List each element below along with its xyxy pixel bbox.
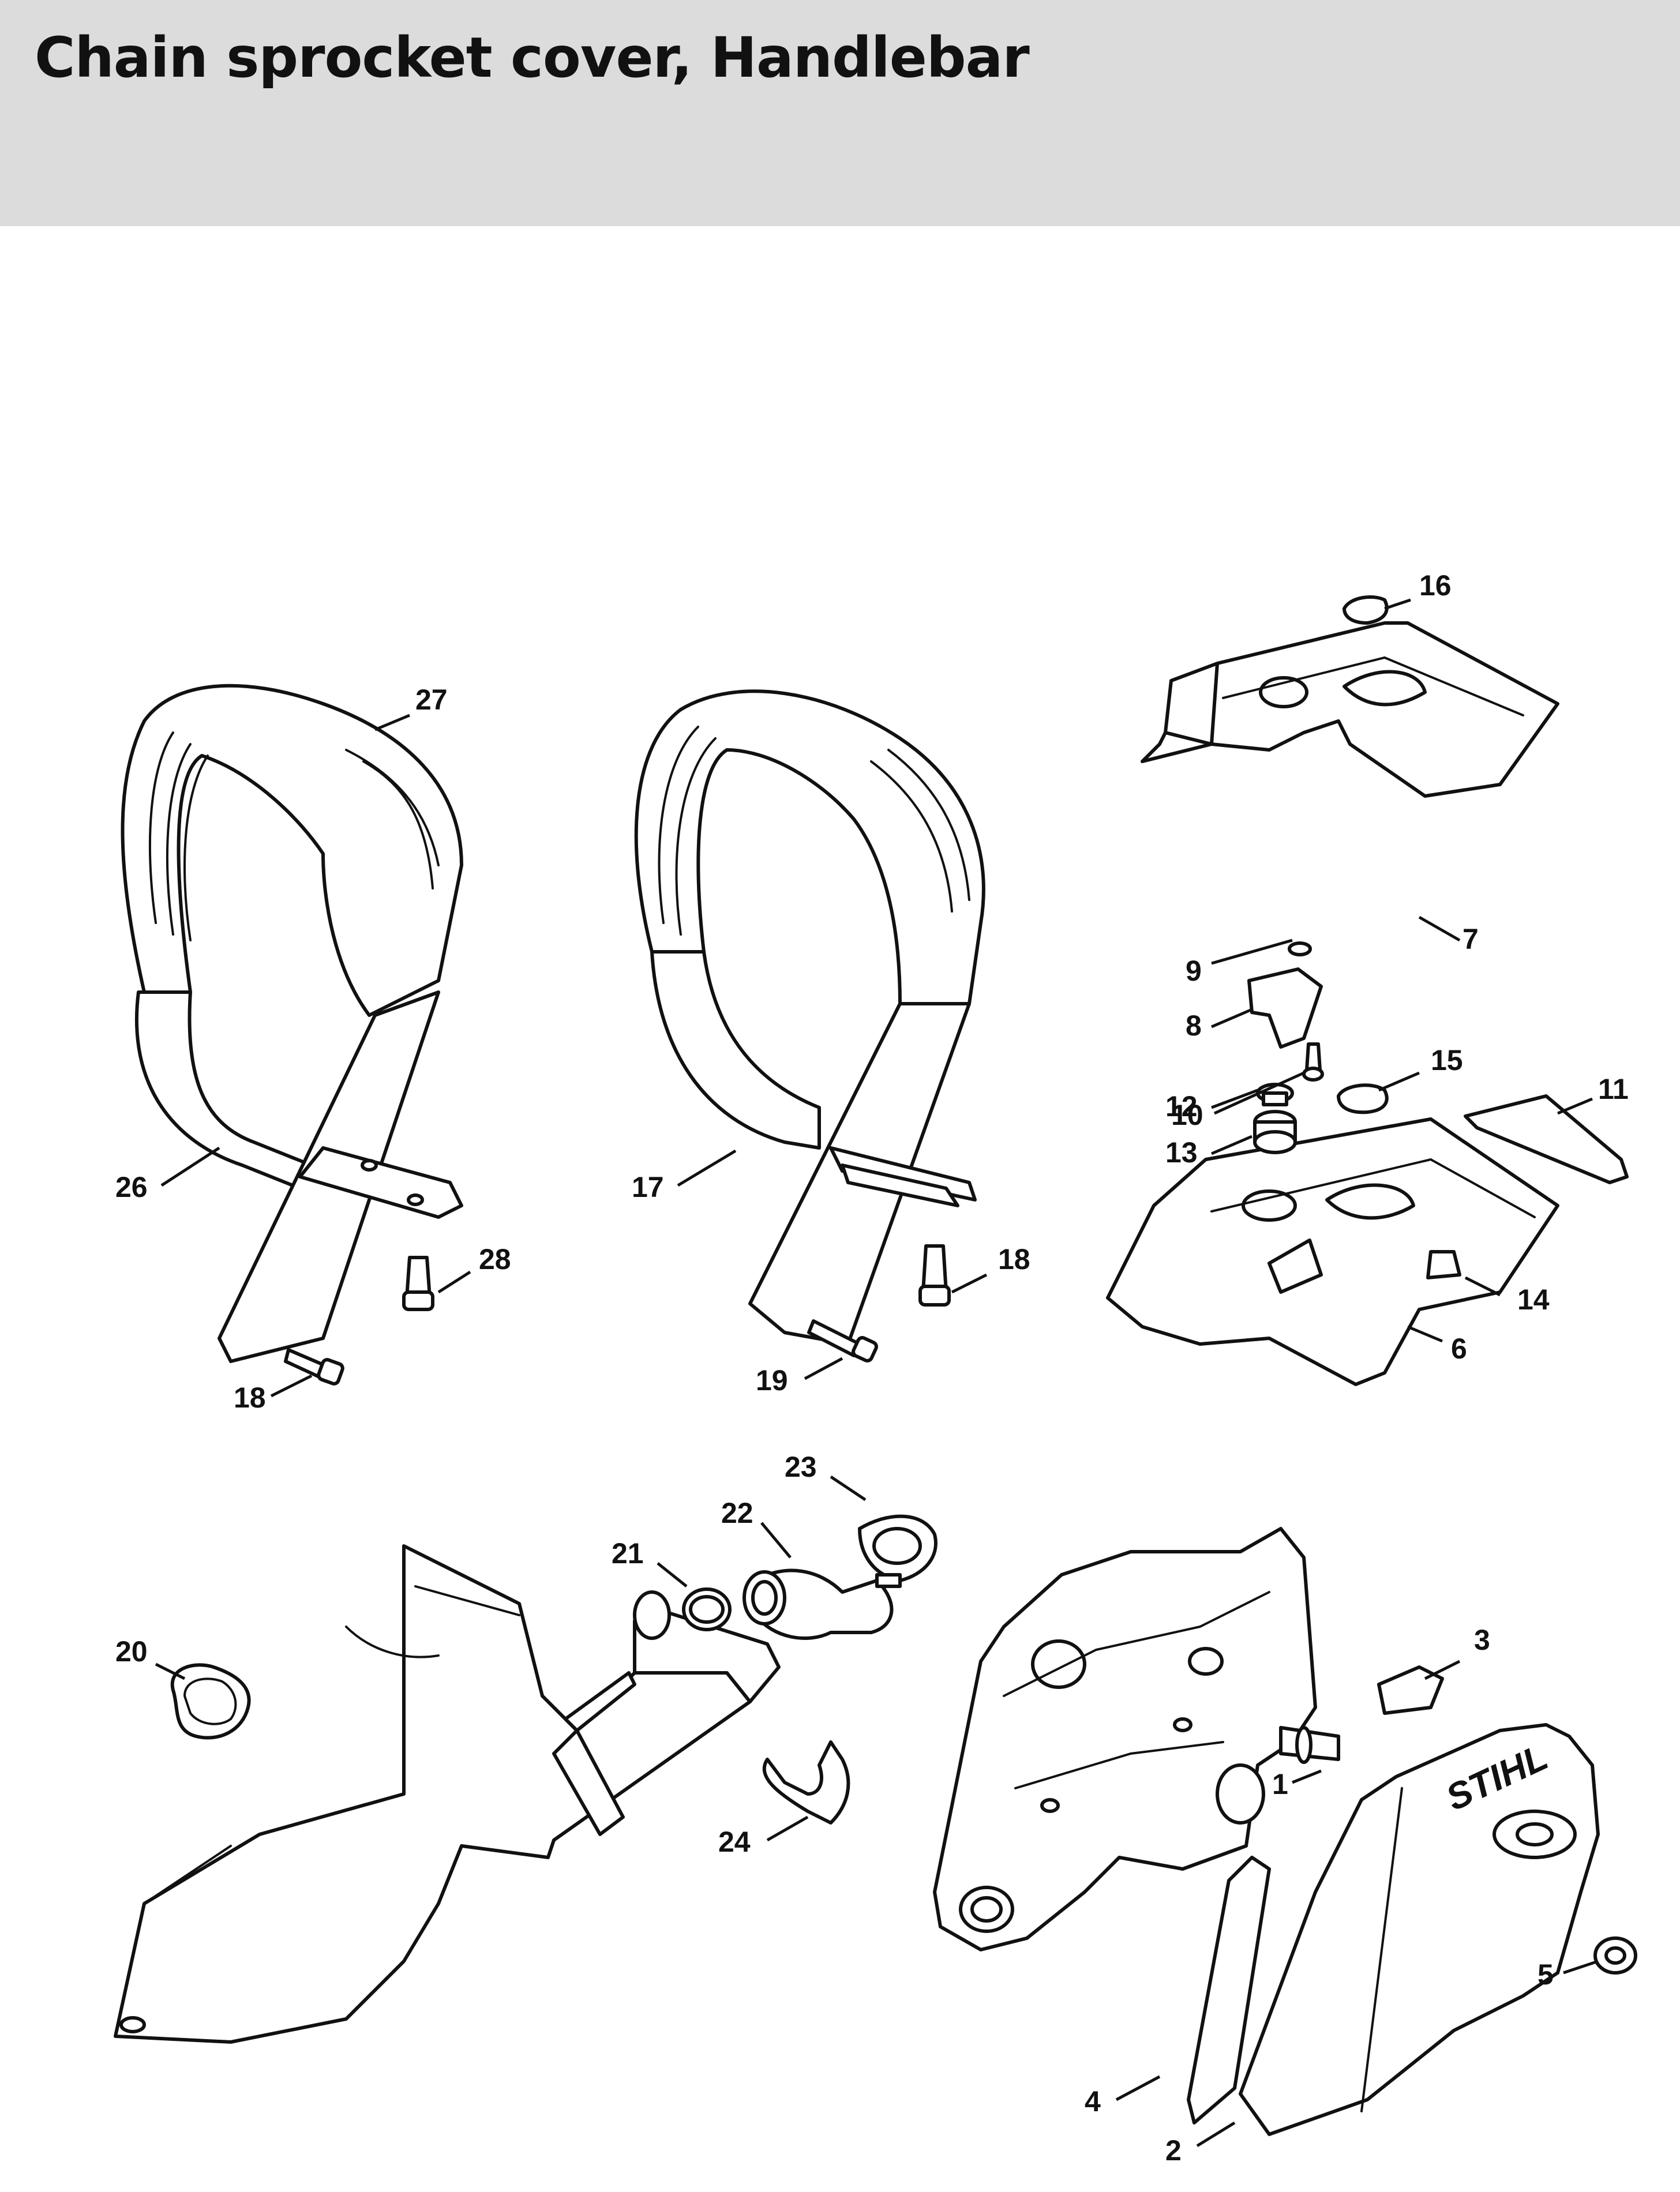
nut-5: [1593, 1936, 1637, 1975]
screw-18-left: [284, 1348, 344, 1386]
callout-label: 15: [1431, 1044, 1463, 1076]
screw-10: [1302, 1042, 1324, 1082]
callout-label: 5: [1537, 1958, 1554, 1991]
callout-label: 12: [1165, 1090, 1198, 1123]
callout-label: 18: [234, 1382, 266, 1414]
grommet-13: [1253, 1110, 1297, 1154]
callout-18-left: 18: [234, 1374, 313, 1414]
callout-16: 16: [1384, 569, 1452, 610]
callout-18-right: 18: [951, 1243, 1030, 1294]
callout-24: 24: [718, 1815, 809, 1858]
callout-label: 19: [756, 1364, 788, 1397]
callout-9: 9: [1186, 939, 1293, 987]
screw-28: [402, 1256, 434, 1311]
callout-4: 4: [1085, 2075, 1161, 2118]
callout-10: 10: [1171, 1071, 1305, 1131]
hose-24: [762, 1740, 850, 1825]
callout-12: 12: [1165, 1089, 1258, 1123]
callout-label: 7: [1462, 923, 1479, 955]
callout-8: 8: [1186, 1008, 1252, 1042]
exploded-parts-diagram: STIHL 16 7 9 8 10 15 11 12 13: [114, 569, 1637, 2167]
handlebar-assembly-left: [121, 684, 463, 1363]
callout-label: 4: [1085, 2085, 1101, 2118]
callout-2: 2: [1165, 2121, 1236, 2167]
stud-1: [1279, 1726, 1340, 1764]
callout-label: 6: [1451, 1333, 1467, 1365]
callout-17: 17: [632, 1149, 737, 1203]
callout-5: 5: [1537, 1958, 1599, 1991]
callout-11: 11: [1557, 1073, 1629, 1115]
callout-label: 23: [785, 1451, 817, 1483]
page-header: Chain sprocket cover, Handlebar: [0, 0, 1680, 226]
callout-3: 3: [1424, 1624, 1490, 1680]
callout-22: 23: [785, 1451, 867, 1502]
sprocket-cover-2: STIHL: [1239, 1723, 1600, 2136]
handlebar-assembly-center: [634, 689, 985, 1346]
callout-label: 13: [1165, 1136, 1198, 1169]
cap-15: [1337, 1083, 1389, 1114]
callout-label: 26: [115, 1171, 148, 1203]
rear-handle-housing: [114, 1544, 781, 2044]
hose-clamp-22: [858, 1514, 937, 1588]
ring-9: [1288, 941, 1312, 956]
guard-plate-4: [1187, 1856, 1271, 2125]
callout-label: 28: [479, 1243, 511, 1275]
callout-7: 7: [1418, 915, 1479, 955]
callout-label: 27: [415, 684, 448, 716]
callout-label: 1: [1272, 1768, 1288, 1800]
callout-label: 20: [115, 1635, 148, 1668]
callout-label: 3: [1474, 1624, 1490, 1656]
callout-label: 14: [1517, 1283, 1550, 1316]
top-cover-6: [1106, 1117, 1559, 1386]
cap-16: [1342, 595, 1389, 625]
callout-label: 8: [1186, 1009, 1202, 1042]
callout-label: 2: [1165, 2134, 1182, 2167]
callout-23: 20: [115, 1635, 186, 1680]
callout-20: 21: [612, 1537, 688, 1587]
callout-label: 18: [998, 1243, 1030, 1275]
callout-label: 17: [632, 1171, 664, 1203]
callout-label: 16: [1419, 569, 1452, 602]
callout-label: 21: [612, 1537, 644, 1570]
callout-label: 11: [1598, 1073, 1629, 1105]
ring-20: [682, 1587, 732, 1631]
callout-15: 15: [1378, 1044, 1463, 1092]
top-cover-7: [1141, 621, 1559, 798]
callout-28: 28: [437, 1243, 511, 1294]
intake-manifold-21: [742, 1568, 894, 1640]
callout-label: 22: [721, 1497, 753, 1529]
callout-13: 13: [1165, 1135, 1252, 1169]
callout-6: 6: [1407, 1325, 1467, 1365]
callout-27: 27: [374, 684, 448, 731]
gasket-23: [170, 1663, 251, 1740]
page-title: Chain sprocket cover, Handlebar: [35, 25, 1030, 90]
callout-1: 1: [1272, 1768, 1322, 1800]
callout-label: 10: [1171, 1099, 1203, 1131]
air-filter-cover-11: [1464, 1094, 1629, 1184]
screw-19: [807, 1319, 878, 1363]
callout-19: 19: [756, 1357, 843, 1397]
screw-18-center: [918, 1244, 951, 1307]
callout-label: 9: [1186, 955, 1202, 987]
callout-label: 24: [718, 1826, 751, 1858]
callout-26: 26: [115, 1146, 220, 1203]
slide-8: [1247, 967, 1323, 1049]
plug-14: [1426, 1250, 1461, 1279]
callout-14: 14: [1464, 1276, 1550, 1316]
callout-21: 22: [721, 1497, 792, 1559]
